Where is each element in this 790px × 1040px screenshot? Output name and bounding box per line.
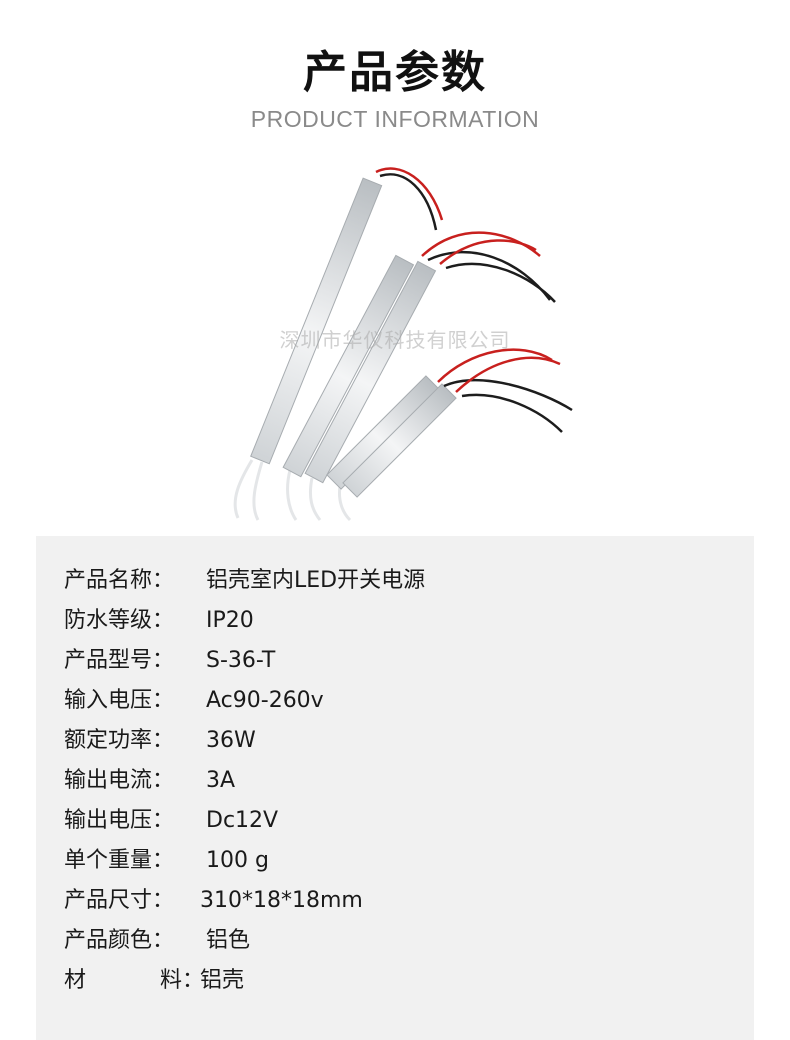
spec-label: 产品颜色：: [64, 928, 175, 953]
spec-label: 输入电压：: [64, 688, 175, 713]
spec-row-material: 材 料： 铝壳: [64, 966, 744, 996]
spec-label: 输出电压：: [64, 808, 175, 833]
spec-row-power: 额定功率： 36W: [64, 726, 744, 756]
spec-value: Dc12V: [206, 808, 279, 833]
product-photo: [233, 167, 573, 522]
spec-row-model: 产品型号： S-36-T: [64, 646, 744, 676]
spec-label: 材 料：: [64, 966, 204, 996]
page-title: 产品参数: [303, 47, 487, 98]
spec-label: 产品型号：: [64, 648, 175, 673]
spec-value: Ac90-260v: [206, 688, 324, 713]
spec-value: 铝色: [206, 928, 251, 953]
spec-value: 3A: [206, 768, 236, 793]
spec-label: 单个重量：: [64, 848, 175, 873]
spec-row-size: 产品尺寸： 310*18*18mm: [64, 886, 744, 916]
watermark: 深圳市华仪科技有限公司: [279, 328, 511, 352]
spec-row-input-voltage: 输入电压： Ac90-260v: [64, 686, 744, 716]
spec-row-weight: 单个重量： 100 g: [64, 846, 744, 876]
spec-value: 铝壳室内LED开关电源: [206, 568, 426, 593]
spec-label: 防水等级：: [64, 608, 175, 633]
spec-row-output-current: 输出电流： 3A: [64, 766, 744, 796]
spec-panel: 产品名称： 铝壳室内LED开关电源 防水等级： IP20 产品型号： S-36-…: [36, 536, 754, 1040]
spec-row-color: 产品颜色： 铝色: [64, 926, 744, 956]
spec-value: 铝壳: [200, 968, 245, 993]
spec-value: 36W: [206, 728, 256, 753]
spec-label: 输出电流：: [64, 768, 175, 793]
spec-row-ip: 防水等级： IP20: [64, 606, 744, 636]
spec-value: 310*18*18mm: [200, 888, 363, 913]
spec-value: S-36-T: [206, 648, 276, 673]
spec-label: 产品尺寸：: [64, 888, 175, 913]
spec-label-part: 料：: [160, 968, 205, 993]
spec-label-part: 材: [64, 968, 87, 993]
spec-row-name: 产品名称： 铝壳室内LED开关电源: [64, 566, 744, 596]
spec-label: 产品名称：: [64, 568, 175, 593]
spec-row-output-voltage: 输出电压： Dc12V: [64, 806, 744, 836]
spec-value: 100 g: [206, 848, 269, 873]
page-subtitle: PRODUCT INFORMATION: [250, 106, 540, 132]
spec-label: 额定功率：: [64, 728, 175, 753]
spec-value: IP20: [206, 608, 254, 633]
